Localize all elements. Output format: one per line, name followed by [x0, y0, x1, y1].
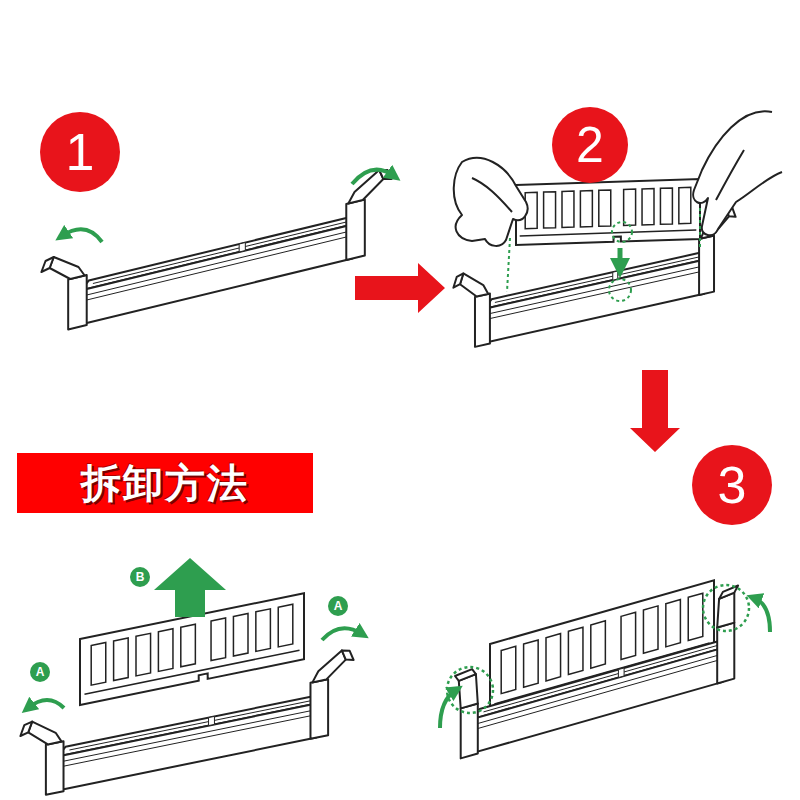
circle-fill: [40, 112, 120, 192]
step-number: 3: [692, 445, 772, 525]
step-number: 2: [552, 107, 628, 183]
callout-letter: B: [130, 567, 150, 587]
node-text: 3: [718, 459, 747, 511]
circle-fill: [30, 662, 50, 682]
circle-fill: [692, 445, 772, 525]
alignment-guide: [507, 208, 700, 301]
node-text: 2: [576, 120, 604, 170]
title-band: 拆卸方法: [17, 453, 313, 513]
circle-fill: [130, 567, 150, 587]
latch-highlight: [447, 585, 749, 713]
node-text: A: [334, 600, 343, 612]
circle-fill: [328, 596, 348, 616]
memory-slot: [20, 648, 353, 800]
latch-arrow: [754, 598, 770, 632]
remove-arrow: [154, 558, 226, 617]
latch-arrow: [322, 628, 362, 640]
latch-arrow: [62, 229, 102, 242]
latch-arrow: [352, 170, 394, 184]
step-arrow: [630, 370, 680, 452]
step-number: 1: [40, 112, 120, 192]
latch-arrow: [28, 700, 64, 708]
node-text: A: [36, 666, 45, 678]
memory-module: [516, 179, 700, 245]
insert-arrow: [618, 248, 623, 268]
circle-fill: [552, 107, 628, 183]
callout-letter: A: [328, 596, 348, 616]
node-text: 拆卸方法: [81, 463, 249, 503]
step-arrow: [355, 263, 445, 313]
memory-slot: [455, 586, 738, 760]
latch-arrow: [440, 690, 456, 728]
node-text: 1: [66, 126, 95, 178]
callout-letter: A: [30, 662, 50, 682]
node-text: B: [136, 571, 145, 583]
memory-slot: [41, 167, 391, 336]
